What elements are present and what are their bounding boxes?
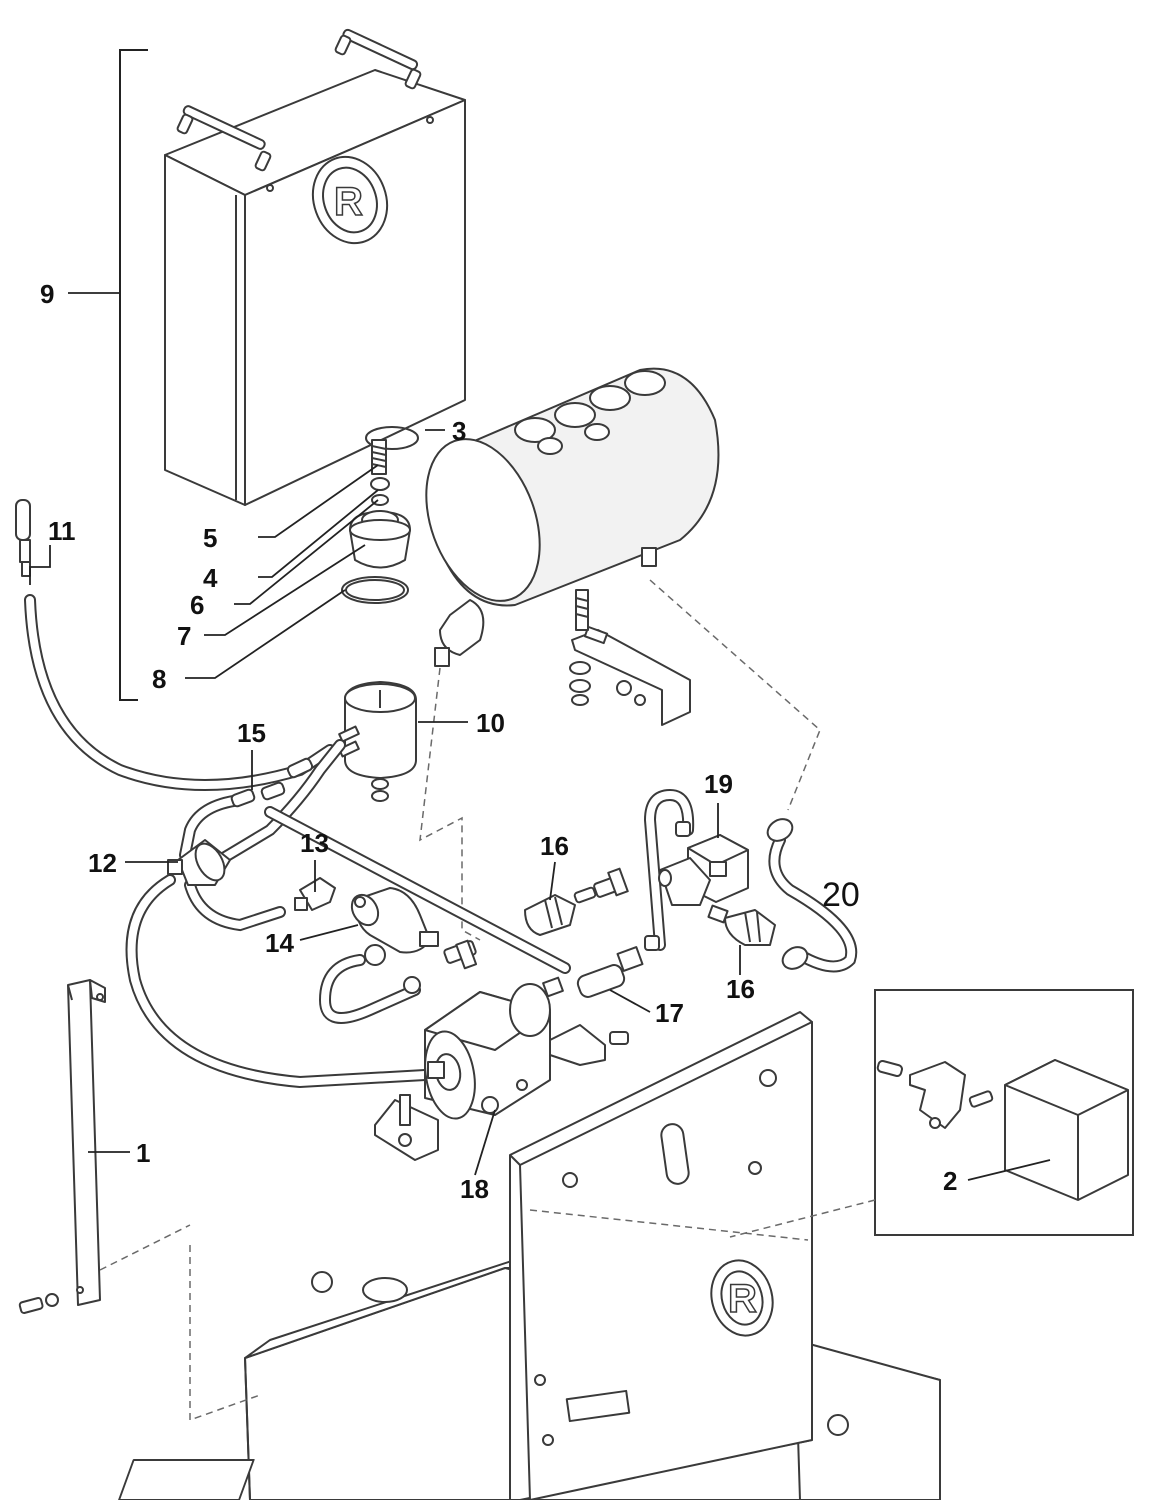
callout-7: 7 — [177, 621, 191, 651]
callout-16-lower: 16 — [726, 974, 755, 1004]
connector-17 — [542, 946, 644, 998]
spring-5 — [371, 439, 387, 475]
boiler — [425, 367, 720, 667]
tank-handle-left — [176, 105, 272, 172]
fitting-15 — [230, 757, 314, 808]
callout-3: 3 — [452, 416, 466, 446]
hose-20-fittings — [766, 818, 809, 970]
callout-2: 2 — [943, 1166, 957, 1196]
water-tank: R — [164, 28, 466, 506]
callout-11: 11 — [48, 516, 76, 546]
leader-lines — [29, 429, 1051, 1181]
tank-logo-letter: R — [334, 180, 363, 224]
elbow-13 — [294, 877, 336, 911]
check-valve-16-lower — [707, 904, 776, 946]
frame-logo: R — [710, 1259, 774, 1337]
callout-20: 20 — [822, 876, 860, 914]
valve-body-7 — [349, 510, 411, 569]
pump-18 — [374, 983, 629, 1161]
callout-17: 17 — [655, 998, 684, 1028]
machine-frame: R — [99, 1011, 941, 1500]
callout-18: 18 — [460, 1174, 489, 1204]
callout-6: 6 — [190, 590, 204, 620]
callout-4: 4 — [203, 563, 218, 593]
tank-handle-right — [334, 28, 422, 90]
callout-13: 13 — [300, 828, 329, 858]
side-bracket — [18, 979, 106, 1314]
tank-assembly-bracket — [119, 49, 148, 701]
callout-1: 1 — [136, 1138, 150, 1168]
tank-logo: R — [311, 155, 389, 245]
callout-16-upper: 16 — [540, 831, 569, 861]
callout-9: 9 — [40, 279, 54, 309]
callout-5: 5 — [203, 523, 217, 553]
callout-labels: 9 3 5 4 6 7 8 11 10 15 12 13 14 16 16 17… — [40, 279, 957, 1204]
callout-15: 15 — [237, 718, 266, 748]
valve-14 — [350, 887, 439, 994]
valve-stack — [341, 426, 419, 604]
middle-fittings — [443, 867, 629, 970]
callout-14: 14 — [265, 928, 294, 958]
callout-12: 12 — [88, 848, 117, 878]
frame-logo-letter: R — [728, 1277, 757, 1321]
check-valve-16-upper — [524, 894, 576, 936]
callout-19: 19 — [704, 769, 733, 799]
hose-11-fittings — [15, 499, 31, 577]
filter-12 — [167, 839, 231, 886]
callout-8: 8 — [152, 664, 166, 694]
solenoid-valve-19 — [644, 821, 749, 951]
detail-inset-2 — [729, 989, 1134, 1238]
boiler-mounting-bracket — [569, 589, 691, 726]
coil-10 — [338, 681, 417, 802]
callout-10: 10 — [476, 708, 505, 738]
